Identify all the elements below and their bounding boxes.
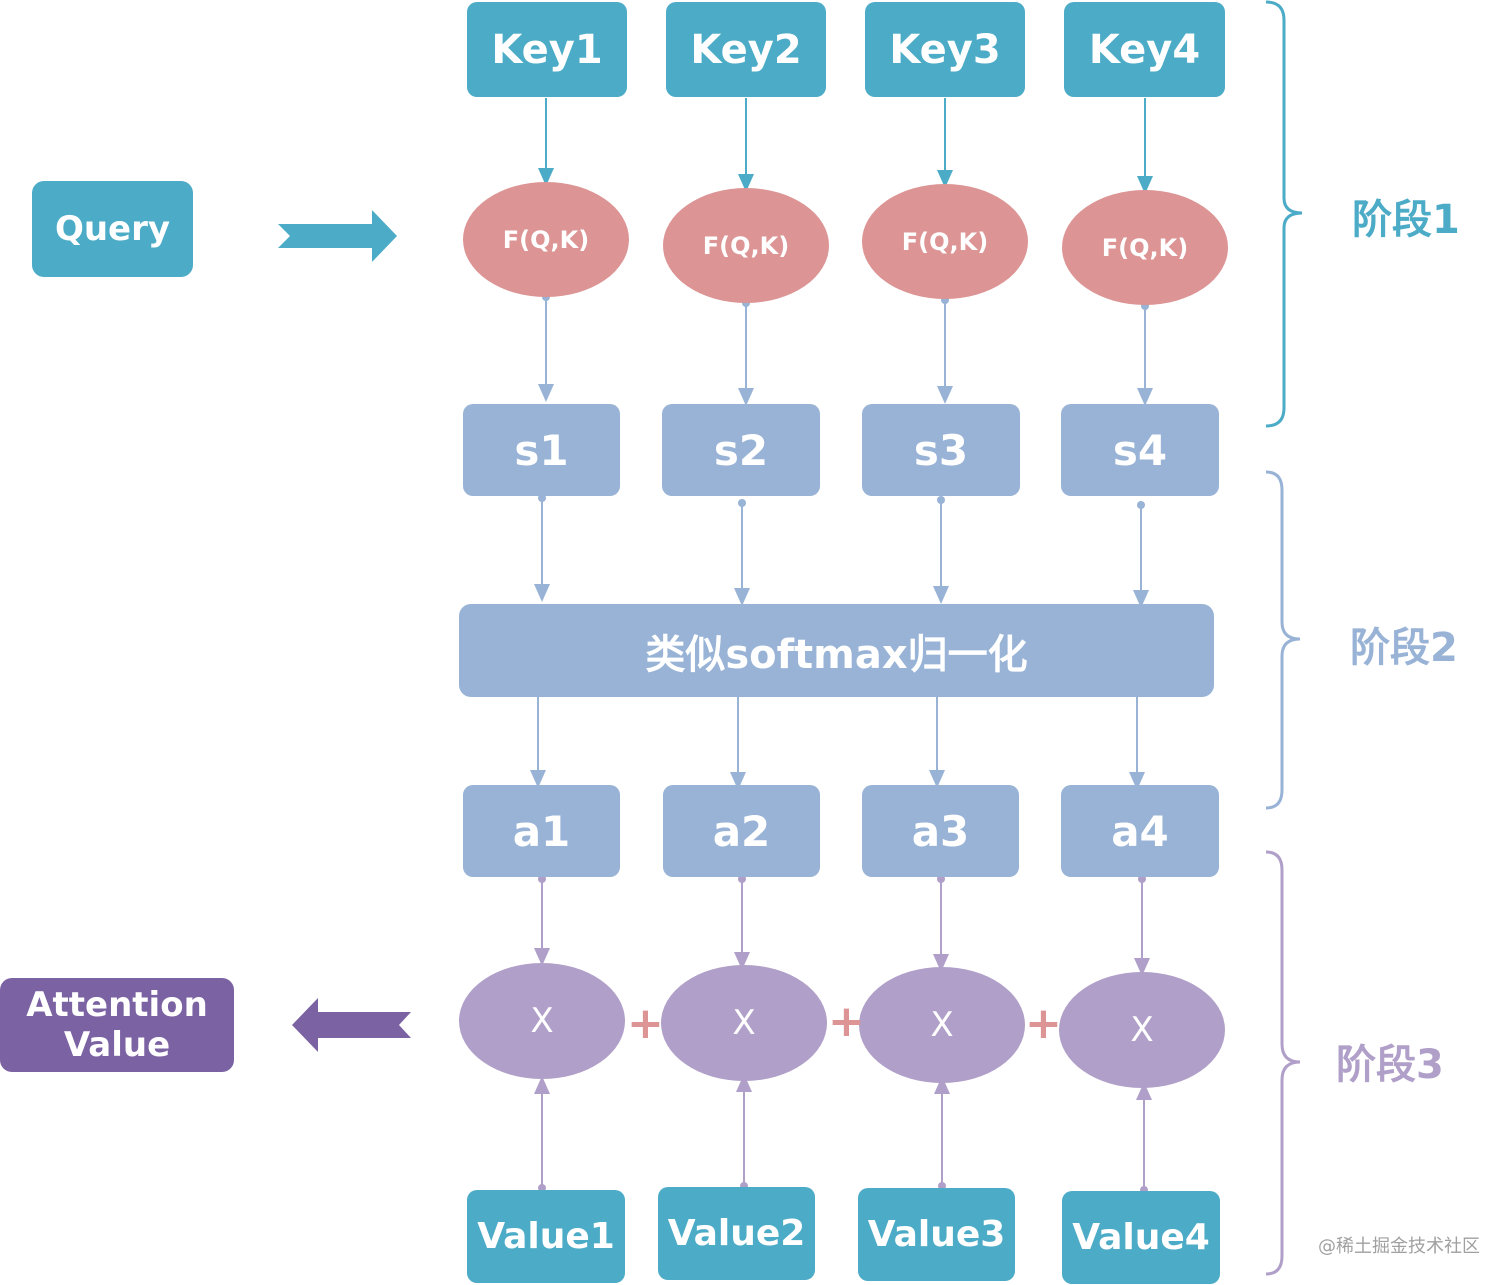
key1-label: Key1 [491,26,603,73]
weight-a1-label: a1 [512,806,571,856]
multiply-3: X [859,967,1025,1083]
stage1-brace [1265,0,1303,428]
score-function-2: F(Q,K) [663,188,829,303]
value1-box: Value1 [467,1190,625,1283]
value3-label: Value3 [867,1214,1006,1255]
value3-box: Value3 [858,1188,1015,1281]
multiply-1-label: X [530,1001,554,1041]
watermark: @稀土掘金技术社区 [1318,1236,1480,1257]
weight-a2: a2 [663,785,820,877]
stage2-label: 阶段2 [1350,625,1458,671]
plus-sign-2: + [828,996,865,1047]
multiply-4: X [1059,972,1225,1088]
value-to-x-arrows [534,1074,1152,1194]
score-function-1: F(Q,K) [463,182,629,297]
softmax-normalization-label: 类似softmax归一化 [645,631,1028,678]
value2-label: Value2 [667,1213,806,1254]
f-to-s-arrows [538,293,1153,406]
value4-box: Value4 [1062,1191,1220,1284]
key3-label: Key3 [889,26,1001,73]
score-function-3-label: F(Q,K) [901,227,989,256]
attention-value-line2: Value [63,1025,171,1065]
weight-a3: a3 [862,785,1019,877]
softmax-to-a-arrows [530,697,1145,790]
plus-sign-3: + [1025,998,1062,1049]
key4-box: Key4 [1064,2,1225,97]
score-s4: s4 [1061,404,1219,496]
query-label: Query [54,209,171,249]
score-s4-label: s4 [1112,425,1168,475]
key2-box: Key2 [666,2,826,97]
attention-value-line1: Attention [26,985,208,1025]
score-s3: s3 [862,404,1020,496]
key3-box: Key3 [865,2,1025,97]
value1-label: Value1 [477,1216,615,1257]
score-function-4: F(Q,K) [1062,190,1228,305]
key1-box: Key1 [467,2,627,97]
attention-value-box: Attention Value [0,978,234,1072]
stage3-brace [1265,850,1301,1276]
stage2-brace [1265,470,1301,810]
multiply-2-label: X [732,1003,756,1043]
attention-arrow [292,998,411,1052]
value2-box: Value2 [658,1187,815,1280]
stage1-label: 阶段1 [1352,197,1460,243]
multiply-3-label: X [930,1005,954,1045]
score-s2: s2 [662,404,820,496]
weight-a1: a1 [463,785,620,877]
weight-a2-label: a2 [712,806,771,856]
multiply-2: X [661,965,827,1081]
weight-a4-label: a4 [1111,806,1169,856]
a-to-x-arrows [534,875,1150,976]
multiply-4-label: X [1130,1010,1154,1050]
value4-label: Value4 [1072,1217,1210,1258]
weight-a4: a4 [1061,785,1219,877]
query-box: Query [32,181,193,277]
key4-label: Key4 [1088,26,1201,73]
plus-sign-1: + [627,998,664,1049]
softmax-normalization-box: 类似softmax归一化 [459,604,1214,697]
query-arrow [278,210,397,262]
score-function-3: F(Q,K) [862,184,1028,299]
multiply-1: X [459,963,625,1079]
weight-a3-label: a3 [911,806,970,856]
score-function-1-label: F(Q,K) [502,225,590,254]
score-function-2-label: F(Q,K) [702,231,790,260]
score-s1-label: s1 [514,425,569,475]
score-function-4-label: F(Q,K) [1101,233,1189,262]
score-s2-label: s2 [713,425,769,475]
score-s1: s1 [463,404,620,496]
key2-label: Key2 [690,26,802,73]
score-s3-label: s3 [913,425,969,475]
s-to-softmax-arrows [534,494,1149,608]
key-to-f-arrows [538,98,1153,194]
stage3-label: 阶段3 [1336,1042,1444,1088]
